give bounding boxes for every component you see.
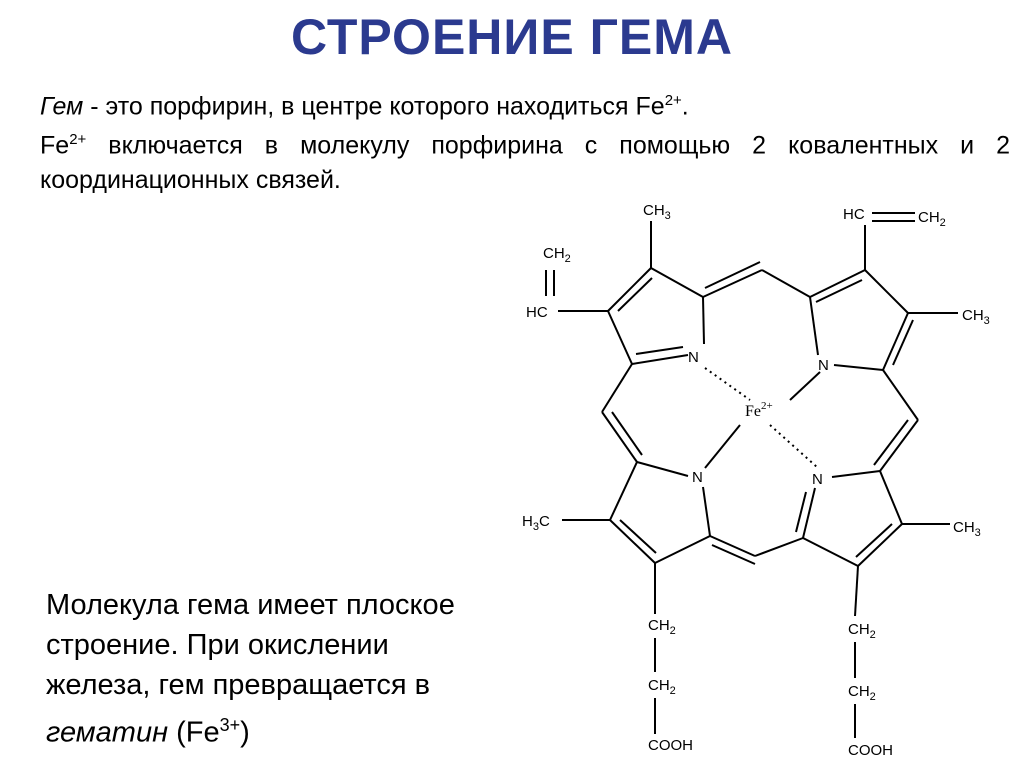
- label-h3c-left: H3C: [522, 513, 550, 533]
- intro-line-2: Fe2+ включается в молекулу порфирина с п…: [40, 131, 1010, 160]
- term-hematin: гематин: [46, 716, 169, 749]
- substituent-bonds: [545, 212, 958, 738]
- n-atom-a: N: [688, 349, 699, 366]
- label-ch2-left-1: CH2: [648, 617, 676, 637]
- fe-atom: Fe2+: [745, 400, 773, 420]
- label-ch3-bottom-right: CH3: [953, 519, 981, 539]
- n-atom-b: N: [818, 357, 829, 374]
- label-ch2-right-2: CH2: [848, 683, 876, 703]
- label-hc-vinyl-right: HC: [843, 206, 865, 223]
- methine-bridges: [601, 261, 919, 565]
- intro-line-3: координационных связей.: [40, 165, 341, 194]
- fe-bonds: [704, 367, 821, 469]
- label-ch2-vinyl-left: CH2: [543, 245, 571, 265]
- label-cooh-left: COOH: [648, 737, 693, 754]
- label-ch2-right-1: CH2: [848, 621, 876, 641]
- intro-line-1: Гем - это порфирин, в центре которого на…: [40, 92, 689, 121]
- pyrrole-ring-c: [609, 461, 711, 564]
- slide-title: СТРОЕНИЕ ГЕМА: [290, 9, 734, 65]
- label-ch2-vinyl-right: CH2: [918, 209, 946, 229]
- label-ch3-top-left: CH3: [643, 202, 671, 222]
- label-ch2-left-2: CH2: [648, 677, 676, 697]
- label-cooh-right: COOH: [848, 742, 893, 759]
- n-atom-c: N: [692, 469, 703, 486]
- summary-text: Молекула гема имеет плоское строение. Пр…: [46, 589, 455, 749]
- label-ch3-right: CH3: [962, 307, 990, 327]
- pyrrole-ring-b: [809, 269, 914, 371]
- n-atom-d: N: [812, 471, 823, 488]
- intro-text: Гем - это порфирин, в центре которого на…: [40, 84, 1010, 197]
- term-heme: Гем: [40, 92, 84, 121]
- pyrrole-ring-a: [607, 267, 705, 365]
- label-hc-vinyl-left: HC: [526, 304, 548, 321]
- pyrrole-ring-d: [795, 470, 903, 567]
